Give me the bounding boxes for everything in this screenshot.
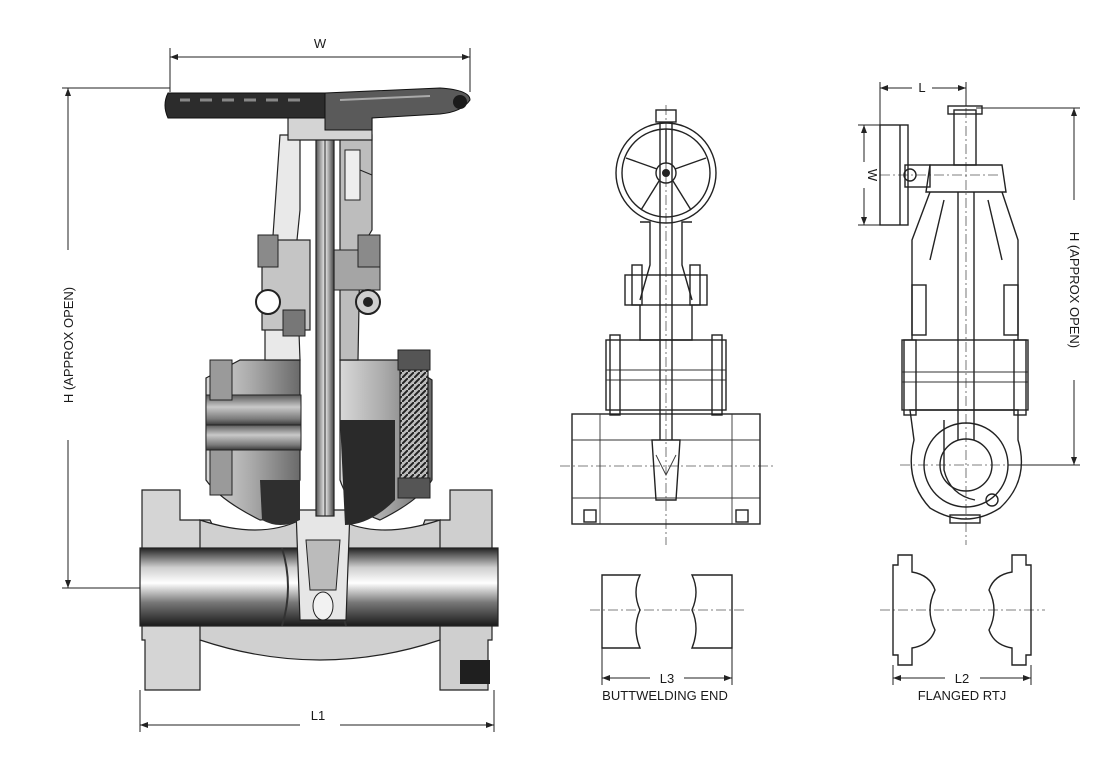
label-h-right: H (APPROX OPEN) — [1067, 232, 1082, 348]
flanged-rtj-end: L2 FLANGED RTJ — [880, 554, 1045, 703]
label-l3: L3 — [660, 671, 674, 686]
right-dimensions: L W H (APPROX OPEN) — [858, 80, 1082, 466]
label-l-right: L — [918, 80, 925, 95]
label-h-left: H (APPROX OPEN) — [61, 287, 76, 403]
front-view-valve — [560, 105, 775, 545]
label-l1: L1 — [311, 708, 325, 723]
label-w-top: W — [314, 36, 327, 51]
side-view-valve — [879, 105, 1060, 545]
buttwelding-end: L3 BUTTWELDING END — [590, 574, 745, 703]
label-w-right: W — [865, 169, 880, 182]
label-buttwelding-end: BUTTWELDING END — [602, 688, 728, 703]
cutaway-valve — [139, 87, 499, 691]
label-flanged-rtj: FLANGED RTJ — [918, 688, 1007, 703]
label-l2: L2 — [955, 671, 969, 686]
left-dimensions: W H (APPROX OPEN) L1 — [61, 36, 495, 732]
